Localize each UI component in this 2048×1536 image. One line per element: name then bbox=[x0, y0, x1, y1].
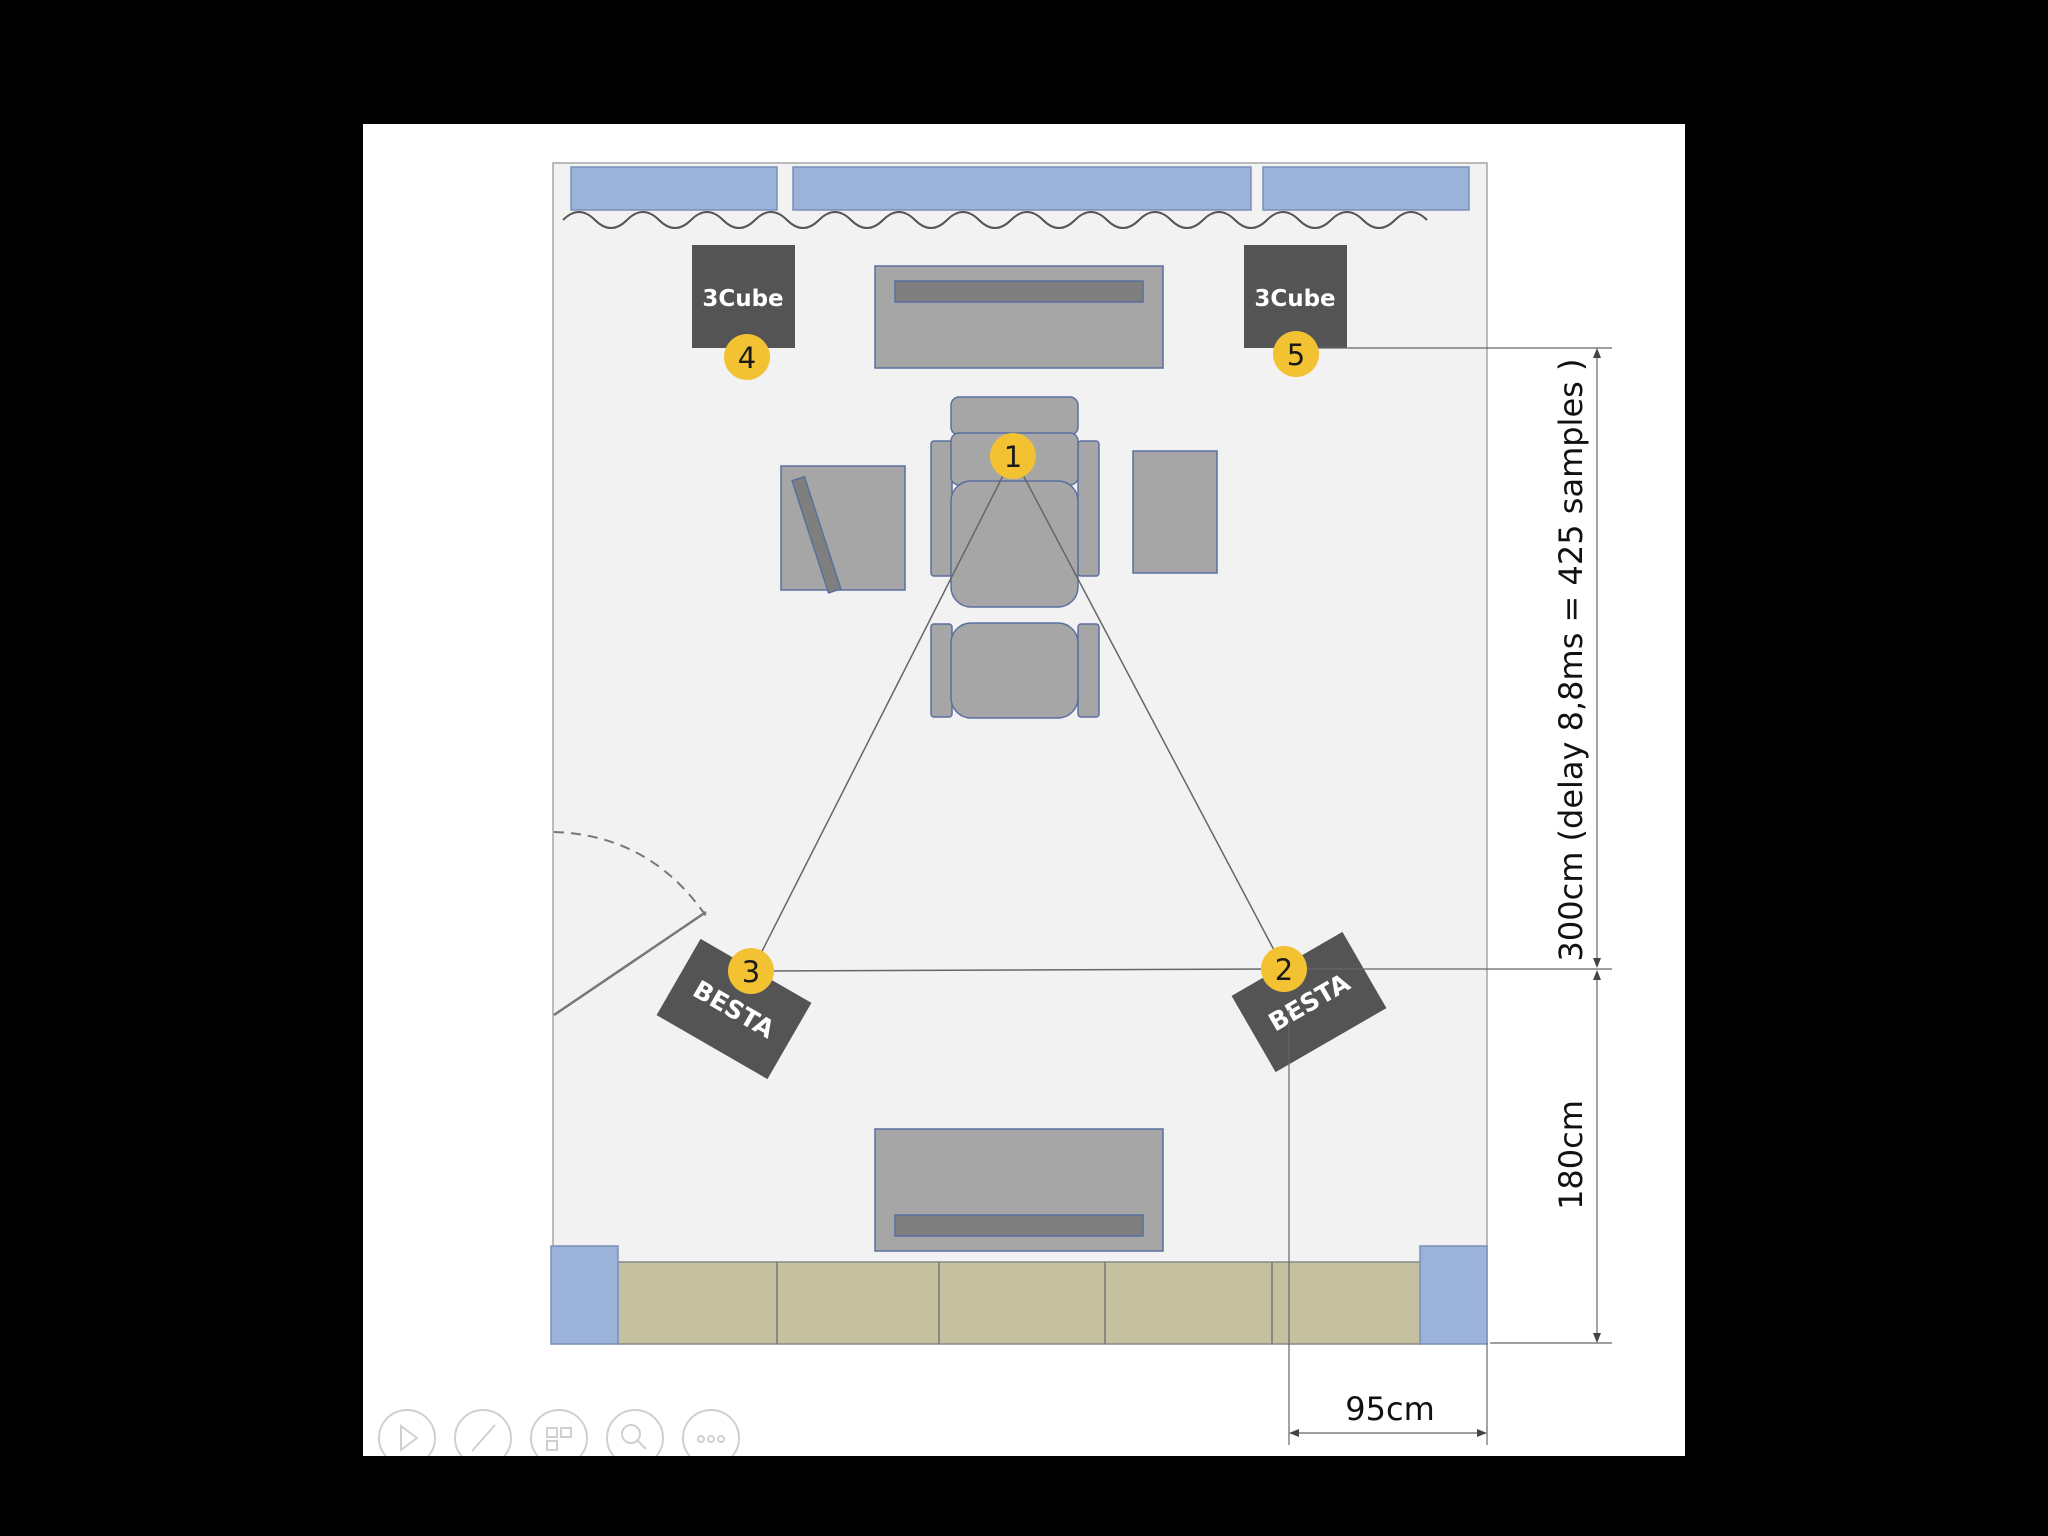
marker-4: 4 bbox=[724, 334, 770, 380]
tv-top bbox=[894, 280, 1144, 303]
window-bottom-right bbox=[1419, 1245, 1488, 1345]
marker-1-label: 1 bbox=[1004, 440, 1022, 474]
marker-4-label: 4 bbox=[738, 341, 756, 375]
marker-5: 5 bbox=[1273, 331, 1319, 377]
dimension-vertical-lower: 180cm bbox=[1552, 1100, 1590, 1210]
subwoofer-left bbox=[692, 245, 795, 348]
marker-1: 1 bbox=[990, 433, 1036, 479]
marker-2-label: 2 bbox=[1275, 953, 1293, 987]
door-leaf bbox=[553, 910, 707, 1017]
listening-triangle bbox=[751, 455, 1285, 972]
window-left bbox=[570, 166, 778, 211]
window-bottom-left bbox=[550, 1245, 619, 1345]
tv-bottom bbox=[894, 1214, 1144, 1237]
ottoman bbox=[930, 622, 1100, 719]
dimension-guides bbox=[1284, 347, 1612, 1445]
dimension-horizontal: 95cm bbox=[1345, 1390, 1434, 1428]
window-center bbox=[792, 166, 1252, 211]
armchair bbox=[930, 396, 1100, 608]
subwoofer-right bbox=[1244, 245, 1347, 348]
sofa-dividers bbox=[776, 1262, 1273, 1344]
subwoofer-right-label: 3Cube bbox=[1254, 286, 1335, 312]
marker-3-label: 3 bbox=[742, 955, 760, 989]
dimension-arrowheads bbox=[1289, 348, 1601, 1437]
marker-5-label: 5 bbox=[1287, 338, 1305, 372]
subwoofer-left-label: 3Cube bbox=[702, 286, 783, 312]
front-speaker-right: BESTA bbox=[1231, 931, 1387, 1073]
side-table-right bbox=[1132, 450, 1218, 574]
sofa bbox=[616, 1261, 1422, 1345]
bottom-letterbox bbox=[363, 1456, 1685, 1536]
dimension-vertical-upper: 300cm (delay 8,8ms = 425 samples ) bbox=[1552, 359, 1590, 962]
window-right bbox=[1262, 166, 1470, 211]
desk-object bbox=[791, 475, 842, 594]
curtain bbox=[562, 211, 1428, 229]
marker-3: 3 bbox=[728, 948, 774, 994]
marker-2: 2 bbox=[1261, 946, 1307, 992]
door-swing bbox=[553, 831, 707, 917]
